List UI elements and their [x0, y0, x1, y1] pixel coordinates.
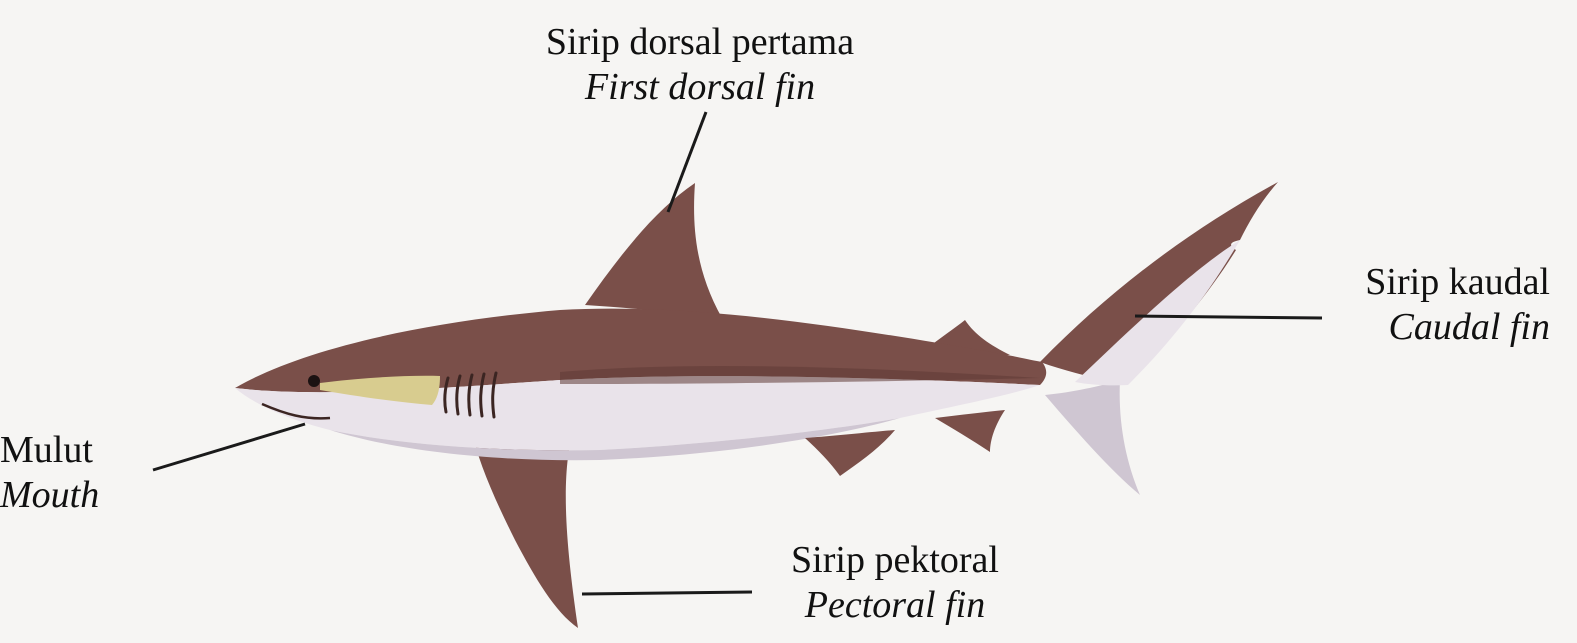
- leader-caudal-fin: [1135, 316, 1322, 318]
- label-caudal-fin: Sirip kaudal Caudal fin: [1300, 260, 1550, 350]
- caudal-upper-lobe: [1040, 182, 1278, 385]
- label-mouth: Mulut Mouth: [0, 428, 150, 518]
- label-caudal-fin-en: Caudal fin: [1300, 305, 1550, 350]
- label-first-dorsal-fin-en: First dorsal fin: [480, 65, 920, 110]
- eye: [308, 375, 320, 387]
- anal-fin-shape: [935, 410, 1005, 452]
- leader-mouth: [153, 424, 305, 470]
- label-first-dorsal-fin-ms: Sirip dorsal pertama: [480, 20, 920, 65]
- label-mouth-ms: Mulut: [0, 428, 150, 473]
- label-pectoral-fin-ms: Sirip pektoral: [730, 538, 1060, 583]
- label-pectoral-fin: Sirip pektoral Pectoral fin: [730, 538, 1060, 628]
- first-dorsal-fin-shape: [585, 183, 722, 318]
- leader-pectoral-fin: [582, 592, 752, 594]
- pelvic-fin-shape: [805, 430, 895, 476]
- label-pectoral-fin-en: Pectoral fin: [730, 583, 1060, 628]
- caudal-lower-lobe: [1045, 380, 1140, 495]
- label-caudal-fin-ms: Sirip kaudal: [1300, 260, 1550, 305]
- label-mouth-en: Mouth: [0, 473, 150, 518]
- label-first-dorsal-fin: Sirip dorsal pertama First dorsal fin: [480, 20, 920, 110]
